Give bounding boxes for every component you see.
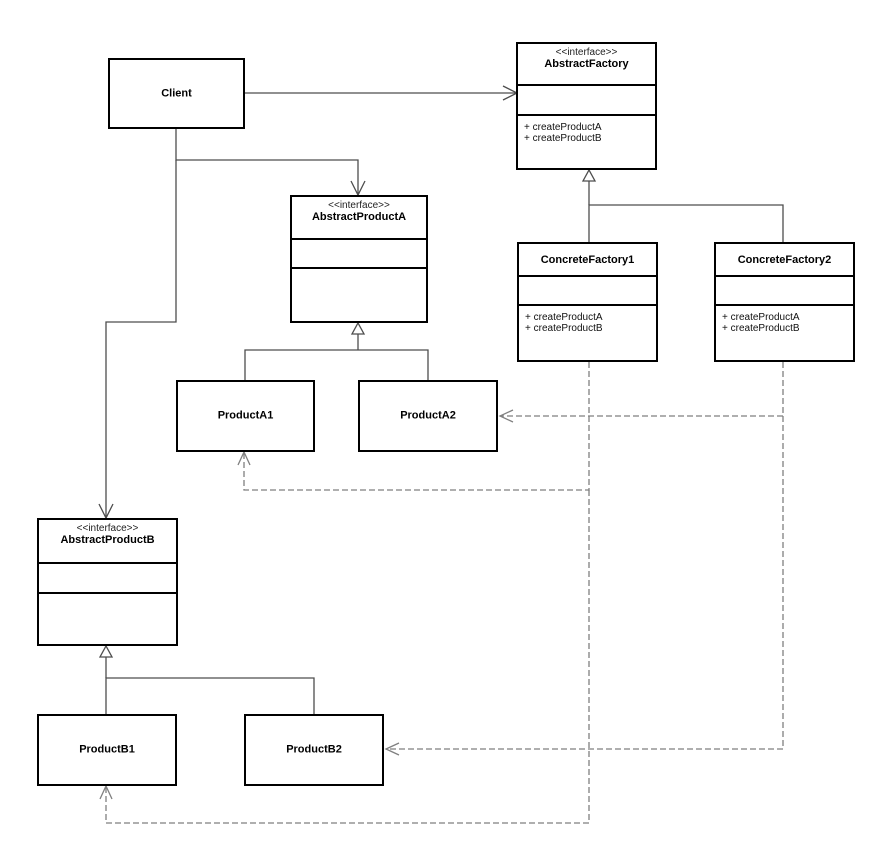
dependency-concretefactory2-to-producta2 [498,362,784,423]
class-concretefactory1[interactable]: ConcreteFactory1 + createProductA + crea… [517,242,658,362]
operation: + createProductB [722,323,800,334]
attributes-divider [716,275,853,277]
dependency-concretefactory1-to-producta1 [237,362,590,491]
class-name: ProductB2 [286,743,342,756]
class-producta1[interactable]: ProductA1 [176,380,315,452]
attributes-divider [292,238,426,240]
class-abstractfactory[interactable]: <<interface>> AbstractFactory + createPr… [516,42,657,170]
open-arrowhead [99,784,113,800]
class-name: AbstractProductA [311,211,407,223]
operation: + createProductA [524,122,602,133]
class-client[interactable]: Client [108,58,245,129]
operations-divider [518,114,655,116]
class-name: AbstractProductB [60,534,155,546]
operation: + createProductA [722,312,800,323]
stereotype-label: <<interface>> [76,523,139,534]
attributes-divider [518,84,655,86]
operations-divider [519,304,656,306]
operation: + createProductA [525,312,603,323]
open-arrowhead [498,409,514,423]
class-abstractproducta[interactable]: <<interface>> AbstractProductA [290,195,428,323]
realization-concretefactories-to-abstractfactory [581,168,784,242]
class-productb2[interactable]: ProductB2 [244,714,384,786]
realization-productb-to-abstractproductb [98,644,315,714]
class-abstractproductb[interactable]: <<interface>> AbstractProductB [37,518,178,646]
dependency-concretefactory1-to-productb1 [99,490,590,824]
class-name: ConcreteFactory1 [540,254,635,266]
realization-producta-to-abstractproducta [244,321,429,380]
operations-list: + createProductA + createProductB [524,122,602,144]
class-productb1[interactable]: ProductB1 [37,714,177,786]
operation: + createProductB [524,133,602,144]
operation: + createProductB [525,323,603,334]
class-name: Client [161,87,192,99]
operations-divider [716,304,853,306]
operations-divider [292,267,426,269]
attributes-divider [39,562,176,564]
class-name: ConcreteFactory2 [737,254,832,266]
realization-triangle [98,644,114,658]
class-name: ProductA1 [217,409,274,422]
association-client-to-abstractproductb [98,160,177,520]
class-name: AbstractFactory [544,58,629,70]
open-arrowhead [237,450,251,466]
association-client-to-abstractfactory [244,85,519,101]
class-producta2[interactable]: ProductA2 [358,380,498,452]
class-concretefactory2[interactable]: ConcreteFactory2 + createProductA + crea… [714,242,855,362]
attributes-divider [519,275,656,277]
stereotype-label: <<interface>> [328,200,390,211]
class-name: ProductA2 [400,409,456,422]
realization-triangle [581,168,597,182]
open-arrowhead [384,742,400,756]
dependency-concretefactory2-to-productb2 [384,416,784,756]
stereotype-label: <<interface>> [555,47,618,58]
operations-divider [39,592,176,594]
operations-list: + createProductA + createProductB [525,312,603,334]
realization-triangle [350,321,366,335]
operations-list: + createProductA + createProductB [722,312,800,334]
association-client-to-abstractproducta [175,128,366,197]
class-name: ProductB1 [79,743,135,756]
